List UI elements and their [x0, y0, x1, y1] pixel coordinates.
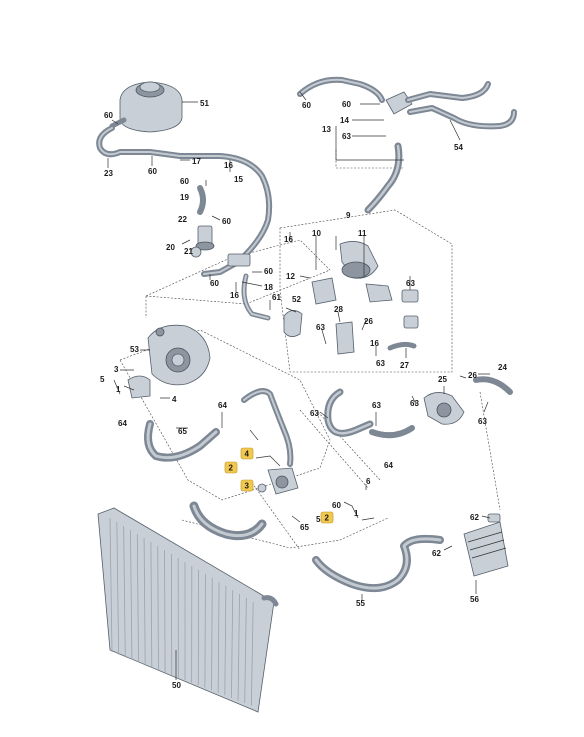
radiator-fin [244, 597, 247, 703]
radiator-fin [211, 577, 213, 691]
part-label: 18 [264, 283, 273, 292]
part-label: 16 [230, 291, 239, 300]
part-label: 21 [184, 247, 193, 256]
radiator-fin [231, 589, 234, 698]
upper-left-hoses [96, 125, 273, 321]
part-label: 63 [372, 401, 381, 410]
cap-assembly-20 [190, 225, 215, 258]
part-label: 60 [332, 501, 341, 510]
part-label: 64 [118, 419, 127, 428]
expansion-tank [109, 81, 183, 133]
part-label: 62 [432, 549, 441, 558]
part-label: 12 [286, 272, 295, 281]
coolant-pump-25 [423, 392, 465, 425]
part-label: 14 [340, 116, 349, 125]
radiator-fin [143, 537, 146, 665]
part-label: 60 [222, 217, 231, 226]
part-label: 15 [234, 175, 243, 184]
part-label: 64 [384, 461, 393, 470]
part-label: 20 [166, 243, 175, 252]
part-number-labels: 51 60 23 60 17 16 15 60 19 22 60 20 21 6… [100, 99, 507, 690]
highlighted-label: 2 [229, 464, 234, 473]
part-label: 53 [130, 345, 139, 354]
part-label: 17 [192, 157, 201, 166]
part-label: 16 [224, 161, 233, 170]
part-label: 54 [454, 143, 463, 152]
part-label: 63 [342, 132, 351, 141]
radiator-fin [136, 533, 139, 663]
radiator-fin [217, 581, 220, 693]
part-label: 55 [356, 599, 365, 608]
leader-lines [107, 91, 491, 680]
part-label: 1 [116, 385, 121, 394]
part-label: 60 [342, 100, 351, 109]
radiator-fin [204, 573, 206, 688]
radiator-fin [109, 517, 113, 653]
part-label: 60 [264, 267, 273, 276]
part-label: 63 [478, 417, 487, 426]
part-label: 3 [114, 365, 119, 374]
part-label: 62 [470, 513, 479, 522]
radiator [97, 507, 279, 713]
part-label: 60 [180, 177, 189, 186]
highlighted-part-labels: 4 2 3 2 [224, 447, 334, 524]
radiator-fin [237, 593, 240, 701]
part-label: 60 [302, 101, 311, 110]
part-label: 61 [272, 293, 281, 302]
part-label: 19 [180, 193, 189, 202]
part-label: 63 [310, 409, 319, 418]
thermostat-housing [127, 324, 211, 399]
part-label: 26 [364, 317, 373, 326]
part-label: 63 [316, 323, 325, 332]
highlighted-label: 3 [245, 482, 250, 491]
part-label: 60 [104, 111, 113, 120]
part-label: 9 [346, 211, 351, 220]
part-label: 10 [312, 229, 321, 238]
part-label: 65 [178, 427, 187, 436]
radiator-fin [123, 525, 126, 658]
oil-cooler [463, 513, 509, 577]
part-label: 52 [292, 295, 301, 304]
radiator-fin [224, 585, 227, 696]
part-label: 51 [200, 99, 209, 108]
part-label: 27 [400, 361, 409, 370]
upper-right-hoses [297, 76, 517, 214]
part-label: 25 [438, 375, 447, 384]
highlighted-label: 2 [325, 514, 330, 523]
part-label: 50 [172, 681, 181, 690]
highlighted-label: 4 [245, 450, 250, 459]
radiator-fin [250, 601, 254, 706]
part-label: 63 [376, 359, 385, 368]
part-label: 28 [334, 305, 343, 314]
part-label: 1 [354, 509, 359, 518]
part-label: 56 [470, 595, 479, 604]
part-label: 24 [498, 363, 507, 372]
part-label: 16 [370, 339, 379, 348]
part-label: 63 [410, 399, 419, 408]
part-label: 13 [322, 125, 331, 134]
part-label: 22 [178, 215, 187, 224]
part-label: 26 [468, 371, 477, 380]
part-label: 5 [100, 375, 105, 384]
radiator-fin [150, 541, 153, 668]
part-label: 63 [406, 279, 415, 288]
part-label: 6 [366, 477, 371, 486]
part-label: 64 [218, 401, 227, 410]
part-label: 60 [210, 279, 219, 288]
part-label: 5 [316, 515, 321, 524]
radiator-fin [157, 545, 159, 670]
radiator-fin [130, 529, 133, 660]
part-label: 11 [358, 229, 367, 238]
auxiliary-pump-group [283, 241, 419, 355]
middle-hoses [144, 376, 513, 593]
radiator-fin [116, 521, 120, 655]
part-label: 60 [148, 167, 157, 176]
part-label: 23 [104, 169, 113, 178]
part-label: 16 [284, 235, 293, 244]
highlighted-valve-assembly [255, 455, 299, 495]
part-label: 4 [172, 395, 177, 404]
part-label: 65 [300, 523, 309, 532]
radiator-fin [164, 549, 166, 673]
